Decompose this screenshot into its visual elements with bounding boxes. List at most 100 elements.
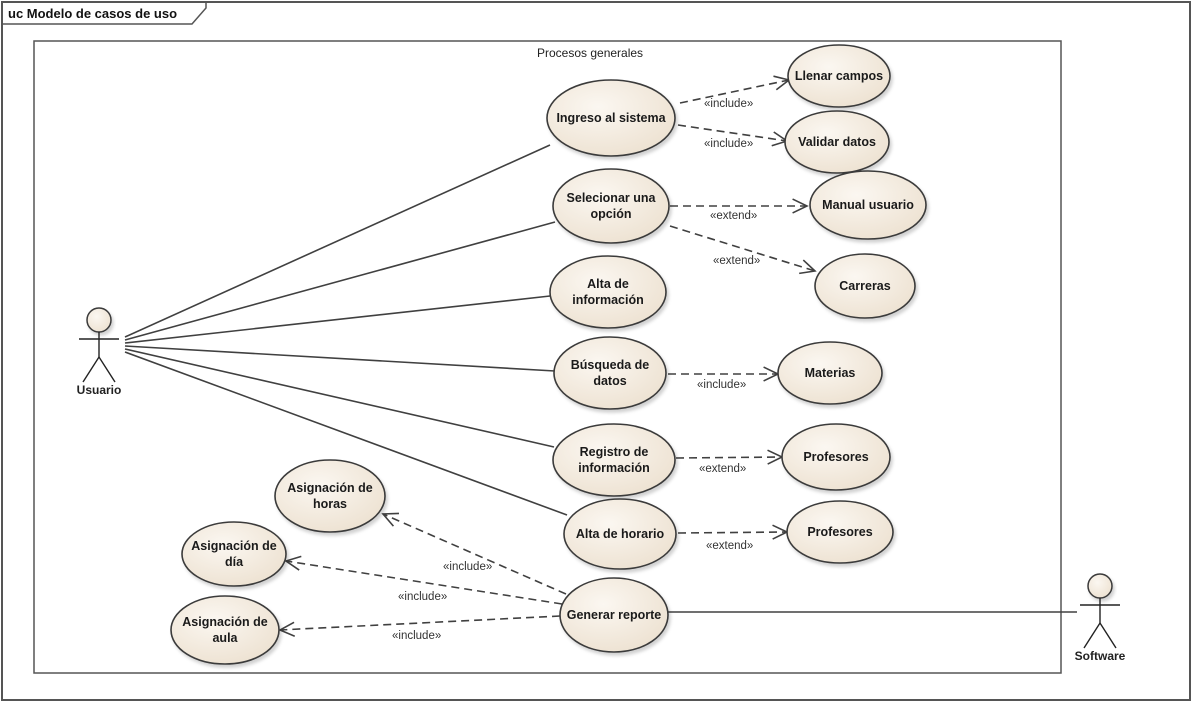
use-case-ellipse (549, 255, 667, 329)
use-case-label: Ingreso al sistema (556, 111, 666, 125)
boundary-title: Procesos generales (537, 46, 643, 60)
relation-selecionar-carreras[interactable]: «extend» (669, 225, 817, 275)
stereotype-label: «include» (697, 379, 746, 391)
use-case-ellipse (786, 500, 894, 564)
use-case-label: Validar datos (798, 135, 876, 149)
relation-selecionar-manual[interactable]: «extend» (670, 198, 809, 222)
use-case-alta_horario[interactable]: Alta de horario (563, 498, 677, 570)
stereotype-label: «extend» (699, 463, 746, 475)
use-case-alta_info[interactable]: Alta de información (549, 255, 667, 329)
use-case-ellipse (563, 498, 677, 570)
actor-name: Usuario (77, 383, 122, 397)
use-case-ellipse (181, 521, 287, 587)
relation-generar-asig_aula[interactable]: «include» (278, 615, 561, 642)
use-case-label: Llenar campos (795, 69, 883, 83)
use-case-asig_dia[interactable]: Asignación de día (181, 521, 287, 587)
stereotype-label: «include» (704, 98, 753, 110)
stereotype-label: «include» (704, 138, 753, 150)
stereotype-label: «extend» (706, 540, 753, 552)
dependency-line (677, 531, 788, 534)
use-case-ellipse (809, 170, 927, 240)
use-case-label: Materias (805, 366, 856, 380)
use-case-label: día (225, 555, 244, 569)
use-case-ellipse (787, 44, 891, 108)
actor-head-icon (1087, 573, 1113, 599)
stereotype-label: «include» (392, 630, 441, 642)
use-case-profesores2[interactable]: Profesores (786, 500, 894, 564)
use-case-label: Profesores (803, 450, 868, 464)
open-arrowhead-icon (278, 621, 296, 637)
dependency-line (382, 513, 567, 595)
use-case-busqueda[interactable]: Búsqueda de datos (553, 336, 667, 410)
use-case-label: Búsqueda de (571, 358, 650, 372)
use-case-asig_horas[interactable]: Asignación de horas (274, 459, 386, 533)
association-usuario-selecionar[interactable] (124, 221, 556, 341)
use-case-ellipse (546, 79, 676, 157)
use-case-ellipse (781, 423, 891, 491)
stereotype-label: «include» (443, 561, 492, 573)
use-case-label: horas (313, 497, 347, 511)
use-case-generar[interactable]: Generar reporte (559, 577, 669, 653)
use-case-label: Carreras (839, 279, 890, 293)
use-case-label: Selecionar una (567, 191, 657, 205)
use-case-label: Manual usuario (822, 198, 914, 212)
dependency-line (279, 615, 561, 631)
use-case-materias[interactable]: Materias (777, 341, 883, 405)
use-case-profesores1[interactable]: Profesores (781, 423, 891, 491)
actor-usuario[interactable]: Usuario (77, 307, 122, 397)
actor-legs-icon (82, 355, 116, 383)
frame-title-tab (2, 2, 207, 25)
use-case-label: Asignación de (191, 539, 276, 553)
relation-generar-asig_dia[interactable]: «include» (284, 555, 563, 605)
use-case-ellipse (777, 341, 883, 405)
use-case-label: Profesores (807, 525, 872, 539)
use-case-label: aula (212, 631, 238, 645)
use-case-label: datos (593, 374, 626, 388)
association-usuario-busqueda[interactable] (124, 345, 556, 372)
use-case-ingreso[interactable]: Ingreso al sistema (546, 79, 676, 157)
open-arrowhead-icon (792, 198, 809, 214)
association-usuario-ingreso[interactable] (124, 144, 551, 338)
use-case-llenar[interactable]: Llenar campos (787, 44, 891, 108)
stereotype-label: «extend» (713, 255, 760, 267)
use-case-ellipse (170, 595, 280, 665)
use-case-label: opción (591, 207, 632, 221)
open-arrowhead-icon (381, 512, 400, 527)
actor-name: Software (1075, 649, 1126, 663)
system-boundary (33, 40, 1062, 674)
stereotype-label: «extend» (710, 210, 757, 222)
use-case-manual[interactable]: Manual usuario (809, 170, 927, 240)
use-case-label: información (578, 461, 650, 475)
use-case-selecionar[interactable]: Selecionar una opción (552, 168, 670, 244)
actor-head-icon (86, 307, 112, 333)
use-case-label: Alta de horario (576, 527, 665, 541)
use-case-carreras[interactable]: Carreras (814, 253, 916, 319)
actor-software[interactable]: Software (1075, 573, 1126, 663)
association-usuario-alta_horario[interactable] (124, 351, 568, 516)
dependency-line (675, 456, 783, 459)
dependency-line (679, 79, 790, 104)
use-case-validar[interactable]: Validar datos (784, 110, 890, 174)
use-case-label: Alta de (587, 277, 629, 291)
use-case-label: Generar reporte (567, 608, 662, 622)
use-case-ellipse (814, 253, 916, 319)
association-usuario-alta_info[interactable] (124, 295, 551, 344)
association-usuario-registro[interactable] (124, 348, 555, 448)
use-case-label: información (572, 293, 644, 307)
frame-title: uc Modelo de casos de uso (8, 6, 177, 21)
use-case-ellipse (552, 423, 676, 497)
use-case-ellipse (784, 110, 890, 174)
open-arrowhead-icon (799, 259, 817, 275)
use-case-label: Asignación de (287, 481, 372, 495)
relation-generar-asig_horas[interactable]: «include» (381, 512, 567, 595)
association-layer (124, 144, 1077, 613)
dependency-line (677, 124, 788, 142)
open-arrowhead-icon (284, 555, 302, 571)
use-case-label: Asignación de (182, 615, 267, 629)
use-case-asig_aula[interactable]: Asignación de aula (170, 595, 280, 665)
stereotype-label: «include» (398, 591, 447, 603)
